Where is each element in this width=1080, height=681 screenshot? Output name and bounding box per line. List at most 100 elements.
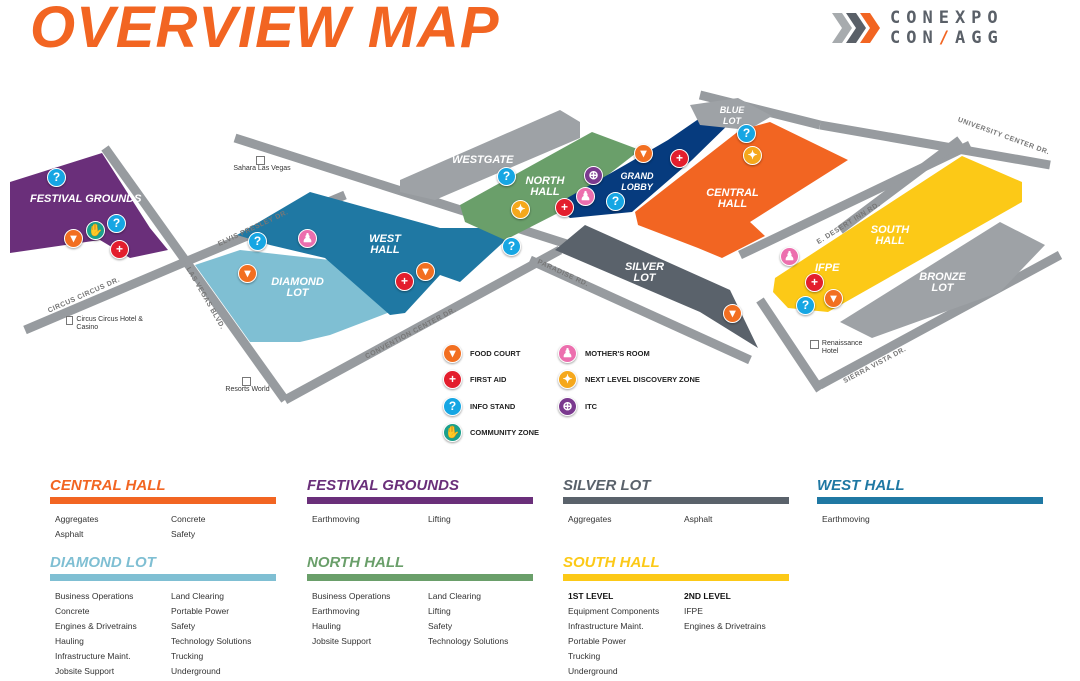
category-item: 2ND LEVEL (684, 591, 731, 601)
legend-food-court: ▾ FOOD COURT (443, 344, 520, 363)
legend-first-aid: +FIRST AID (443, 370, 506, 389)
mothers-room-icon[interactable]: ♟ (298, 229, 317, 248)
area-central-hall[interactable] (635, 122, 848, 258)
section-color-bar (50, 574, 276, 581)
category-item: Asphalt (684, 514, 713, 524)
area-westgate[interactable] (400, 110, 580, 200)
info-stand-icon[interactable]: ? (606, 192, 625, 211)
legend-label: MOTHER'S ROOM (585, 349, 650, 358)
section-title: SILVER LOT (563, 477, 651, 494)
category-item: Hauling (55, 636, 84, 646)
community-zone-icon: ✋ (443, 423, 462, 442)
food-court-icon[interactable]: ▾ (723, 304, 742, 323)
poi-circus-label: Circus Circus Hotel & Casino (76, 316, 143, 331)
itc-icon: ⊕ (558, 397, 577, 416)
info-stand-icon[interactable]: ? (107, 214, 126, 233)
info-stand-icon[interactable]: ? (502, 237, 521, 256)
label-ifpe: IFPE (815, 262, 840, 274)
area-silver-lot[interactable] (555, 225, 758, 348)
area-blue-lot[interactable] (690, 98, 772, 130)
category-item: Technology Solutions (171, 636, 252, 646)
food-court-icon: ▾ (443, 344, 462, 363)
category-item: Concrete (55, 606, 90, 616)
food-court-icon[interactable]: ▾ (416, 262, 435, 281)
food-court-icon[interactable]: ▾ (824, 289, 843, 308)
category-item: Safety (428, 621, 453, 631)
category-item: Business Operations (55, 591, 134, 601)
area-bronze-lot[interactable] (840, 222, 1045, 338)
first-aid-icon[interactable]: + (555, 198, 574, 217)
category-item: Hauling (312, 621, 341, 631)
info-stand-icon[interactable]: ? (796, 296, 815, 315)
hotel-icon (810, 340, 819, 349)
section-title: WEST HALL (817, 477, 905, 494)
legend-label: FOOD COURT (470, 349, 521, 358)
food-court-icon[interactable]: ▾ (64, 229, 83, 248)
section-color-bar (50, 497, 276, 504)
category-item: Earthmoving (312, 606, 360, 616)
section-title: DIAMOND LOT (50, 554, 156, 571)
legend-info-stand: ?INFO STAND (443, 397, 515, 416)
logo-line1: CONEXPO (890, 8, 1004, 28)
section-color-bar (307, 574, 533, 581)
empty-cell (684, 666, 794, 677)
info-stand-icon[interactable]: ? (737, 124, 756, 143)
section-title: NORTH HALL (307, 554, 405, 571)
category-item: IFPE (684, 606, 703, 616)
label-central-hall: CENTRAL HALL (706, 187, 759, 210)
legend-mothers-room: ♟ MOTHER'S ROOM (558, 344, 650, 363)
section-color-bar (563, 497, 789, 504)
category-item: Infrastructure Maint. (568, 621, 644, 631)
road-sierra-vista (817, 251, 1063, 389)
mothers-room-icon[interactable]: ♟ (780, 247, 799, 266)
category-item: Land Clearing (428, 591, 481, 601)
label-westgate: WESTGATE (452, 154, 514, 166)
logo-con: CON (890, 28, 939, 48)
section-color-bar (563, 574, 789, 581)
label-blue-lot: BLUE LOT (719, 105, 745, 126)
first-aid-icon[interactable]: + (395, 272, 414, 291)
food-court-icon[interactable]: ▾ (238, 264, 257, 283)
info-stand-icon[interactable]: ? (47, 168, 66, 187)
category-item: Safety (171, 621, 196, 631)
label-west-hall: WEST HALL (369, 233, 401, 256)
legend-label: INFO STAND (470, 402, 516, 411)
logo-slash: / (938, 28, 955, 48)
logo-agg: AGG (954, 28, 1004, 48)
first-aid-icon[interactable]: + (670, 149, 689, 168)
mothers-room-icon: ♟ (558, 344, 577, 363)
section-color-bar (307, 497, 533, 504)
category-item: Jobsite Support (55, 666, 115, 676)
area-west-hall[interactable] (237, 192, 508, 315)
info-stand-icon[interactable]: ? (497, 167, 516, 186)
itc-icon[interactable]: ⊕ (584, 166, 603, 185)
info-stand-icon[interactable]: ? (248, 232, 267, 251)
empty-cell (684, 651, 794, 662)
area-south-hall[interactable] (773, 156, 1022, 312)
label-bronze-lot: BRONZE LOT (919, 271, 966, 294)
community-zone-icon[interactable]: ✋ (86, 221, 105, 240)
discovery-zone-icon[interactable]: ✦ (511, 200, 530, 219)
poi-renaissance-label: Renaissance Hotel (821, 340, 863, 355)
category-item: Land Clearing (171, 591, 224, 601)
hotel-icon (256, 156, 265, 165)
section-color-bar (817, 497, 1043, 504)
legend-label: FIRST AID (470, 375, 507, 384)
road-convention-center (282, 246, 563, 404)
area-grand-lobby[interactable] (555, 118, 735, 218)
category-item: Underground (568, 666, 618, 676)
category-item: Aggregates (568, 514, 612, 524)
discovery-zone-icon[interactable]: ✦ (743, 146, 762, 165)
poi-sahara: Sahara Las Vegas (232, 156, 292, 173)
first-aid-icon[interactable]: + (805, 273, 824, 292)
poi-sahara-label: Sahara Las Vegas (233, 165, 291, 172)
first-aid-icon[interactable]: + (110, 240, 129, 259)
food-court-icon[interactable]: ▾ (634, 144, 653, 163)
area-north-hall[interactable] (460, 132, 640, 240)
category-item: Portable Power (171, 606, 230, 616)
category-item: Concrete (171, 514, 206, 524)
mothers-room-icon[interactable]: ♟ (576, 187, 595, 206)
